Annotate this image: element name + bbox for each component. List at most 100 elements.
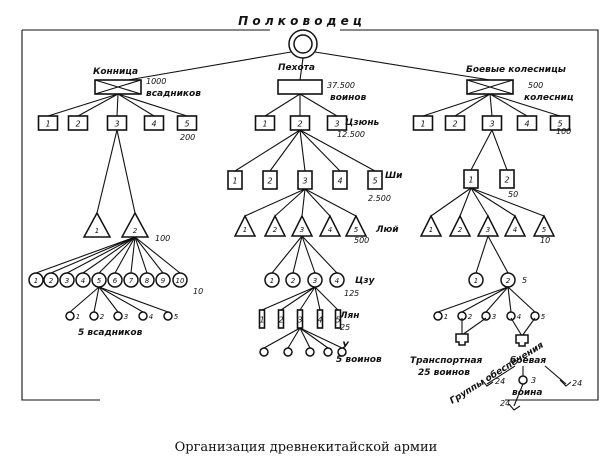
commander-to-infantry-line <box>299 57 304 81</box>
infantry-shi-label-2: 2 <box>267 177 272 186</box>
cavalry-circle-link-7 <box>130 236 136 274</box>
infantry-units-label: Цзюнь <box>345 118 380 128</box>
infantry-wu-link-4 <box>299 327 329 349</box>
infantry-wu-link-1 <box>263 327 301 349</box>
infantry-shi-link-4 <box>299 129 341 172</box>
infantry-wu-link-5 <box>299 327 343 349</box>
transport-label: Транспортная <box>410 356 483 366</box>
infantry-lian-label-1: 1 <box>259 316 264 325</box>
commander-to-chariots-line <box>314 51 491 81</box>
chariots-triangle-1 <box>419 214 443 237</box>
cavalry-circle-label-9: 9 <box>161 277 166 285</box>
chariots-triangle-link-1 <box>430 187 472 217</box>
chariots-circle-link-2 <box>487 235 509 274</box>
infantry-lu-label-1: 1 <box>243 226 247 234</box>
cavalry-count-unit: всадников <box>146 89 201 99</box>
infantry-wu-2 <box>283 347 293 357</box>
cavalry-circle-link-8 <box>134 236 148 274</box>
combat-branch-left <box>486 365 516 385</box>
infantry-lian-link-1 <box>261 286 316 311</box>
infantry-lu-link-4 <box>304 188 331 217</box>
infantry-lu-note: 500 <box>354 236 369 245</box>
chariots-pair-note: 50 <box>508 190 518 199</box>
infantry-lian-4 <box>316 309 324 329</box>
chariots-units-note: 100 <box>556 127 571 136</box>
cavalry-circle-label-10: 10 <box>176 277 185 285</box>
infantry-lian-link-3 <box>299 286 316 311</box>
chariots-triangle-label-5: 5 <box>542 226 547 234</box>
cavalry-circle-label-1: 1 <box>34 277 38 285</box>
combat-cart-icon <box>515 334 529 347</box>
chariots-box-cross-b <box>466 79 514 95</box>
infantry-lian-label: Лян <box>339 311 359 321</box>
infantry-wu-1 <box>259 347 269 357</box>
cavalry-small-circle-link-1 <box>69 286 100 313</box>
infantry-wu-link-3 <box>299 327 311 349</box>
cavalry-circle-4 <box>75 272 91 288</box>
cavalry-unit-label-5: 5 <box>184 120 189 129</box>
chariots-triangle-link-4 <box>470 187 516 217</box>
cavalry-unit-5 <box>176 115 198 131</box>
cavalry-count: 1000 <box>146 77 166 86</box>
cavalry-small-circle-link-3 <box>98 286 119 313</box>
chariots-count: 500 <box>528 81 543 90</box>
infantry-zu-label-1: 1 <box>270 277 274 285</box>
chariots-small-circle-label-1: 1 <box>444 313 448 321</box>
cavalry-circle-6 <box>107 272 123 288</box>
infantry-shi-note: 2.500 <box>368 194 391 203</box>
combat-branch-down <box>513 383 524 407</box>
infantry-unit-label-1: 1 <box>262 120 267 129</box>
infantry-shi-link-5 <box>299 129 376 172</box>
cavalry-circle-1 <box>28 272 44 288</box>
infantry-lu-4 <box>318 214 342 237</box>
chariots-unit-5 <box>549 115 571 131</box>
group-num-left: 24 <box>495 377 505 386</box>
cavalry-circle-8 <box>139 272 155 288</box>
infantry-shi-link-3 <box>299 129 306 172</box>
cavalry-unit-link-3 <box>116 93 119 117</box>
chariots-triangle-label-3: 3 <box>486 226 490 234</box>
cavalry-circle-label-5: 5 <box>97 277 102 285</box>
chariots-triangle-2 <box>448 214 472 237</box>
cavalry-units-note: 200 <box>180 133 195 142</box>
chariots-triangle-4 <box>503 214 527 237</box>
chariots-small-circle-label-5: 5 <box>541 313 546 321</box>
infantry-wu-3 <box>305 347 315 357</box>
infantry-command-box <box>277 79 323 95</box>
cavalry-small-circle-3 <box>113 311 123 321</box>
group-word: воина <box>512 388 542 398</box>
cavalry-circle-link-3 <box>66 236 136 274</box>
cavalry-circle-label-4: 4 <box>81 277 85 285</box>
transport-note: 25 воинов <box>418 368 470 378</box>
infantry-lian-link-4 <box>314 286 321 311</box>
chariots-unit-label-4: 4 <box>524 120 529 129</box>
chariots-count-unit: колесниц <box>524 93 574 103</box>
chariots-small-circle-label-2: 2 <box>468 313 473 321</box>
group-icon-bottom <box>508 403 521 411</box>
cavalry-unit3-to-tri1-line <box>96 129 118 214</box>
chariots-triangle-label-2: 2 <box>458 226 463 234</box>
cavalry-circles-note: 10 <box>193 287 203 296</box>
cavalry-circle-3 <box>59 272 75 288</box>
chariots-small-circle-link-3 <box>485 286 509 313</box>
chariots-circle-label-1: 1 <box>474 277 478 285</box>
infantry-lu-1 <box>233 214 257 237</box>
cavalry-small-circle-link-2 <box>93 286 100 313</box>
chariots-triangles-note: 10 <box>540 236 550 245</box>
cavalry-circle-label-8: 8 <box>145 277 150 285</box>
cavalry-unit-4 <box>143 115 165 131</box>
infantry-lu-link-1 <box>244 188 306 217</box>
chariots-unit-link-5 <box>489 93 561 117</box>
cavalry-small-circle-link-5 <box>98 286 169 313</box>
chariots-small-circle-4 <box>506 311 516 321</box>
cavalry-circle-link-4 <box>82 236 136 274</box>
cavalry-small-circle-label-1: 1 <box>76 313 80 321</box>
cavalry-circle-label-2: 2 <box>49 277 54 285</box>
chariots-pair-label-2: 2 <box>504 176 509 185</box>
cavalry-unit-1 <box>37 115 59 131</box>
cavalry-circle-9 <box>155 272 171 288</box>
infantry-shi-1 <box>227 170 243 190</box>
